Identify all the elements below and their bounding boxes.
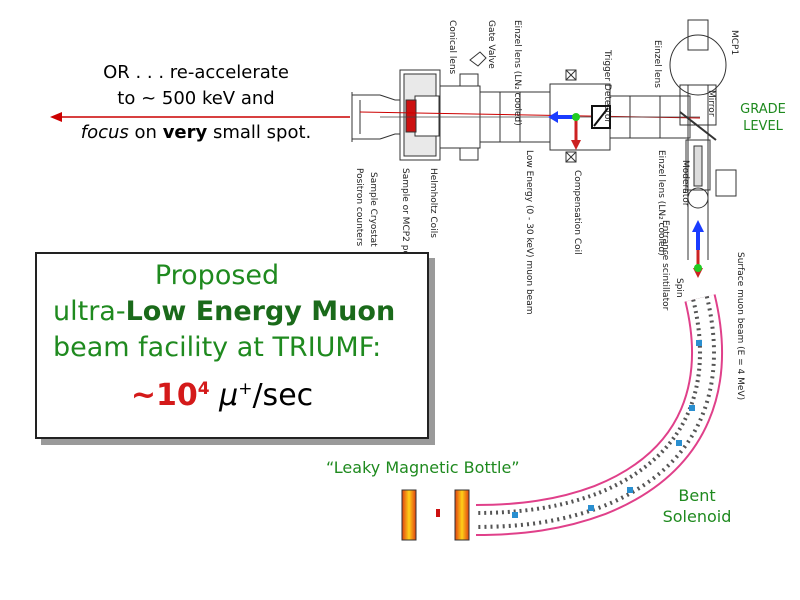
label-einzel-lens: Einzel lens xyxy=(652,40,662,88)
label-positron-counters: Positron counters xyxy=(354,168,364,247)
magnetic-bottle-coils xyxy=(401,489,470,541)
rate-muon-symbol: μ xyxy=(209,378,239,413)
label-einzel-lens-ln2: Einzel lens (LN₂ cooled) xyxy=(512,20,522,126)
reaccelerate-callout: OR . . . re-accelerate to ~ 500 keV and … xyxy=(46,60,346,146)
proposal-title-line-3: beam facility at TRIUMF: xyxy=(53,332,382,363)
label-spin: Spin xyxy=(674,278,684,298)
bent-line-2: Solenoid xyxy=(662,507,732,526)
label-moderator: Moderator xyxy=(680,160,690,207)
label-sample-cryostat: Sample Cryostat xyxy=(368,172,378,247)
spin-indicator-bottom xyxy=(692,220,704,278)
label-mcp1: MCP1 xyxy=(729,30,739,56)
very-word: very xyxy=(162,122,208,143)
label-conical-lens: Conical lens xyxy=(447,20,457,75)
ultra-prefix: ultra- xyxy=(53,296,126,327)
bent-solenoid-label: Bent Solenoid xyxy=(652,485,742,527)
horizontal-beamline xyxy=(351,51,691,163)
leaky-bottle-label: “Leaky Magnetic Bottle” xyxy=(326,458,520,477)
label-gate-valve: Gate Valve xyxy=(486,20,496,69)
muon-rate: ~104 μ+/sec xyxy=(37,378,407,413)
proposal-title-line-1: Proposed xyxy=(154,260,280,291)
bent-solenoid xyxy=(475,294,723,536)
rate-value: ~104 xyxy=(130,378,210,413)
small-spot-text: small spot. xyxy=(207,122,312,143)
grade-line-2: LEVEL xyxy=(743,119,783,134)
label-entrance-scintillator: Entrance scintillator xyxy=(660,220,670,311)
rate-charge: + xyxy=(238,379,253,399)
bent-line-1: Bent xyxy=(678,486,716,505)
rate-exponent: 4 xyxy=(197,379,210,399)
callout-line-1: OR . . . re-accelerate xyxy=(103,62,289,83)
label-trigger-detector: Trigger Detector xyxy=(602,50,612,124)
spin-indicator-top xyxy=(548,111,581,150)
label-surface-muon-beam: Surface muon beam (E = 4 MeV) xyxy=(735,252,745,401)
label-mirror: Mirror xyxy=(706,90,716,117)
label-compensation-coil: Compensation Coil xyxy=(572,170,582,255)
trigger-detector xyxy=(591,105,611,129)
vertical-column xyxy=(669,19,737,260)
reaccelerate-arrow xyxy=(50,112,350,122)
callout-line-3: focus on very small spot. xyxy=(46,120,346,146)
proposal-title-line-2: ultra-Low Energy Muon xyxy=(37,294,427,330)
rate-per-sec: /sec xyxy=(252,378,314,413)
focus-word: focus xyxy=(80,122,129,143)
callout-line-2: to ~ 500 keV and xyxy=(117,88,275,109)
grade-line-1: GRADE xyxy=(740,102,786,117)
label-low-energy-beam: Low Energy (0 - 30 keV) muon beam xyxy=(524,150,534,315)
proposal-box: Proposed ultra-Low Energy Muon beam faci… xyxy=(35,252,429,439)
on-word: on xyxy=(128,122,163,143)
low-energy-muon-text: Low Energy Muon xyxy=(125,296,396,327)
label-helmholtz-coils: Helmholtz Coils xyxy=(428,168,438,238)
grade-level-label: GRADE LEVEL xyxy=(733,101,793,135)
